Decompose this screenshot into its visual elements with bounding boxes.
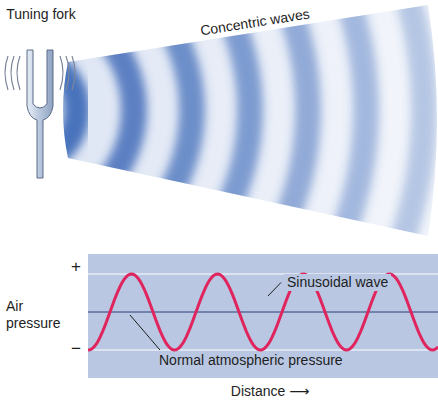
leader-line: [130, 315, 160, 350]
leader-line: [268, 283, 281, 297]
sine-wave: [88, 274, 438, 350]
axis-label: Air pressure: [6, 298, 76, 332]
plot-ground: [88, 254, 438, 378]
vibration-marks: [5, 56, 75, 90]
axis-label: Distance ⟶: [190, 383, 350, 400]
vibration-mark: [72, 56, 75, 90]
baseline-label: Normal atmospheric pressure: [156, 352, 346, 369]
wave-front: [0, 0, 134, 222]
axis-sign: −: [68, 340, 84, 357]
vibration-mark: [66, 56, 69, 90]
plot-panel: Sinusoidal waveNormal atmospheric pressu…: [88, 254, 438, 378]
vibration-mark: [60, 56, 63, 90]
vibration-mark: [5, 56, 8, 90]
tuning-fork: [27, 50, 53, 178]
vibration-mark: [17, 56, 20, 90]
fork-label: Tuning fork: [2, 6, 80, 23]
wave-label: Sinusoidal wave: [284, 274, 391, 291]
baseline: [88, 312, 438, 313]
axis-sign: +: [68, 258, 84, 275]
vibration-mark: [11, 56, 14, 90]
wave-front: [0, 0, 192, 280]
